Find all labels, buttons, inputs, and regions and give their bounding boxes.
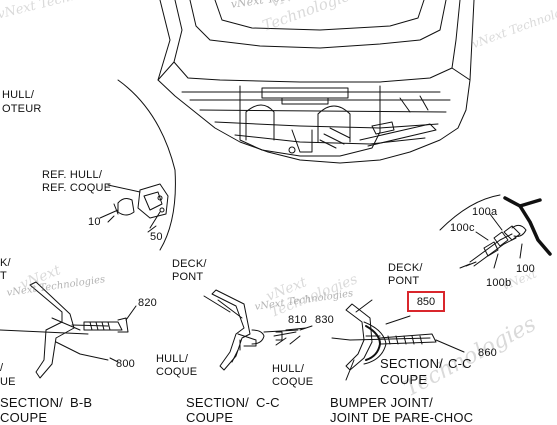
moteur-label-partial: OTEUR — [2, 103, 42, 115]
pont-label: PONT — [388, 275, 420, 287]
pont-label-partial: T — [0, 270, 7, 282]
ref-coque-label: REF. COQUE — [42, 182, 112, 194]
section-bb-subtitle: COUPE — [0, 410, 48, 425]
callout-860: 860 — [478, 347, 497, 359]
bumper-joint-drawing — [331, 299, 465, 381]
hull-label: HULL/ — [272, 363, 305, 375]
callout-50: 50 — [150, 231, 163, 243]
section-cc-title: SECTION/ — [186, 395, 249, 410]
section-cc-subtitle: COUPE — [186, 410, 234, 425]
section-cc-drawing — [203, 289, 307, 371]
deck-label: DECK/ — [172, 258, 207, 270]
ref-hull-label: REF. HULL/ — [42, 169, 103, 181]
callout-10: 10 — [88, 216, 101, 228]
callout-800: 800 — [116, 358, 135, 370]
section-bb-drawing — [0, 281, 137, 379]
pont-label: PONT — [172, 271, 204, 283]
callout-100b: 100b — [486, 277, 512, 289]
section-bb-title: SECTION/ — [0, 395, 63, 410]
bumper-joint-subtitle: JOINT DE PARE-CHOC — [330, 410, 474, 425]
callout-100a: 100a — [472, 206, 498, 218]
callout-850: 850 — [416, 296, 436, 308]
cable-assembly-100 — [439, 194, 552, 269]
section-cc-id: C-C — [256, 395, 280, 410]
section-bb-id: B-B — [70, 395, 93, 410]
coque-label: COQUE — [156, 366, 198, 378]
hull-label: HULL/ — [156, 353, 189, 365]
boat-hull-drawing — [157, 0, 475, 164]
hull-label-partial-2: / — [0, 362, 4, 374]
callout-100: 100 — [516, 263, 535, 275]
hull-label-partial: HULL/ — [2, 89, 35, 101]
callout-100c: 100c — [450, 222, 475, 234]
ref-hull-bracket-detail — [99, 79, 176, 251]
coque-label: COQUE — [272, 376, 314, 388]
deck-label-partial: K/ — [0, 257, 11, 269]
section-cc2-id: C-C — [448, 356, 472, 371]
highlight-box-850: 850 — [407, 291, 445, 312]
callout-810: 810 — [288, 314, 307, 326]
deck-label: DECK/ — [388, 262, 423, 274]
callout-830: 830 — [315, 314, 334, 326]
bumper-joint-title: BUMPER JOINT/ — [330, 395, 433, 410]
section-cc2-title: SECTION/ — [380, 356, 443, 371]
leader-lines — [107, 215, 313, 363]
coque-label-partial-2: UE — [0, 376, 16, 388]
callout-820: 820 — [138, 297, 157, 309]
section-cc2-subtitle: COUPE — [380, 372, 428, 387]
